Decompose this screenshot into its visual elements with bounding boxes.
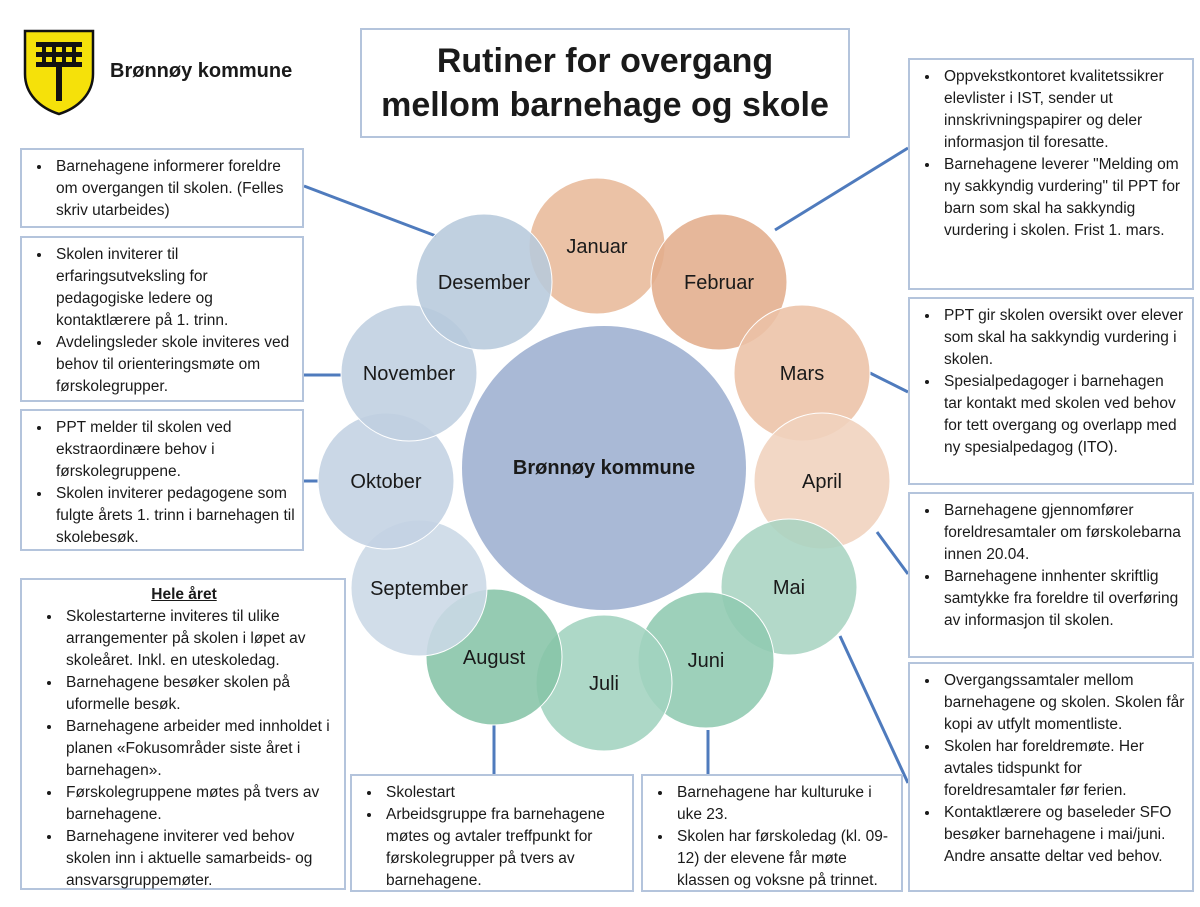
month-label-mars: Mars	[780, 363, 824, 385]
connector-line	[774, 146, 909, 232]
mai-box: Overgangssamtaler mellom barnehagene og …	[908, 662, 1194, 892]
list-item: Oppvekstkontoret kvalitetssikrer elevlis…	[940, 66, 1186, 154]
month-label-juni: Juni	[688, 650, 725, 672]
list-item: Arbeidsgruppe fra barnehagene møtes og a…	[382, 804, 624, 892]
list-item: Barnehagene innhenter skriftlig samtykke…	[940, 566, 1186, 632]
organization-name: Brønnøy kommune	[110, 60, 293, 82]
oktober-box: PPT melder til skolen ved ekstraordinære…	[20, 409, 304, 551]
hele-aret-heading: Hele året	[151, 586, 217, 603]
list-item: Skolestarterne inviteres til ulike arran…	[62, 606, 336, 672]
page-title: Rutiner for overgang mellom barnehage og…	[381, 39, 829, 127]
connector-lines	[303, 146, 910, 784]
month-label-juli: Juli	[589, 673, 619, 695]
list-item: Barnehagene har kulturuke i uke 23.	[673, 782, 893, 826]
list-item: Førskolegruppene møtes på tvers av barne…	[62, 782, 336, 826]
list-item: Avdelingsleder skole inviteres ved behov…	[52, 332, 296, 398]
month-label-april: April	[802, 471, 842, 493]
connector-line	[875, 531, 910, 575]
month-circle-februar	[650, 213, 788, 351]
juni-box: Barnehagene har kulturuke i uke 23. Skol…	[641, 774, 903, 892]
connector-line	[869, 371, 909, 394]
mars-box: PPT gir skolen oversikt over elever som …	[908, 297, 1194, 485]
list-item: Barnehagene besøker skolen på uformelle …	[62, 672, 336, 716]
list-item: PPT gir skolen oversikt over elever som …	[940, 305, 1186, 371]
desember-box: Barnehagene informerer foreldre om overg…	[20, 148, 304, 228]
list-item: Kontaktlærere og baseleder SFO besøker b…	[940, 802, 1186, 868]
coat-of-arms-logo	[23, 29, 95, 116]
hele-aret-box: Hele året Skolestarterne inviteres til u…	[20, 578, 346, 890]
title-box: Rutiner for overgang mellom barnehage og…	[360, 28, 850, 138]
title-line-1: Rutiner for overgang	[436, 42, 774, 80]
list-item: Skolen har foreldremøte. Her avtales tid…	[940, 736, 1186, 802]
list-item: Barnehagene informerer foreldre om overg…	[52, 156, 296, 222]
list-item: Barnehagene arbeider med innholdet i pla…	[62, 716, 336, 782]
connector-line	[838, 635, 910, 784]
list-item: Barnehagene inviterer ved behov skolen i…	[62, 826, 336, 892]
center-label: Brønnøy kommune	[513, 457, 695, 479]
februar-box: Oppvekstkontoret kvalitetssikrer elevlis…	[908, 58, 1194, 290]
month-label-mai: Mai	[773, 577, 805, 599]
month-label-desember: Desember	[438, 272, 531, 294]
list-item: Overgangssamtaler mellom barnehagene og …	[940, 670, 1186, 736]
month-label-januar: Januar	[566, 236, 627, 258]
connector-line	[303, 184, 437, 238]
center-circle	[462, 326, 746, 610]
month-circle-desember	[415, 213, 553, 351]
list-item: Skolestart	[382, 782, 624, 804]
list-item: Skolen har førskoledag (kl. 09-12) der e…	[673, 826, 893, 892]
august-box: Skolestart Arbeidsgruppe fra barnehagene…	[350, 774, 634, 892]
list-item: Skolen inviterer pedagogene som fulgte å…	[52, 483, 296, 549]
month-label-september: September	[370, 578, 468, 600]
month-label-februar: Februar	[684, 272, 754, 294]
list-item: Spesialpedagoger i barnehagen tar kontak…	[940, 371, 1186, 459]
list-item: PPT melder til skolen ved ekstraordinære…	[52, 417, 296, 483]
list-item: Barnehagene gjennomfører foreldresamtale…	[940, 500, 1186, 566]
month-label-oktober: Oktober	[350, 471, 421, 493]
november-box: Skolen inviterer til erfaringsutveksling…	[20, 236, 304, 402]
april-box: Barnehagene gjennomfører foreldresamtale…	[908, 492, 1194, 658]
list-item: Barnehagene leverer "Melding om ny sakky…	[940, 154, 1186, 242]
title-line-2: mellom barnehage og skole	[381, 86, 829, 124]
month-label-november: November	[363, 363, 456, 385]
list-item: Skolen inviterer til erfaringsutveksling…	[52, 244, 296, 332]
month-circle-november	[340, 304, 478, 442]
month-label-august: August	[463, 647, 526, 669]
